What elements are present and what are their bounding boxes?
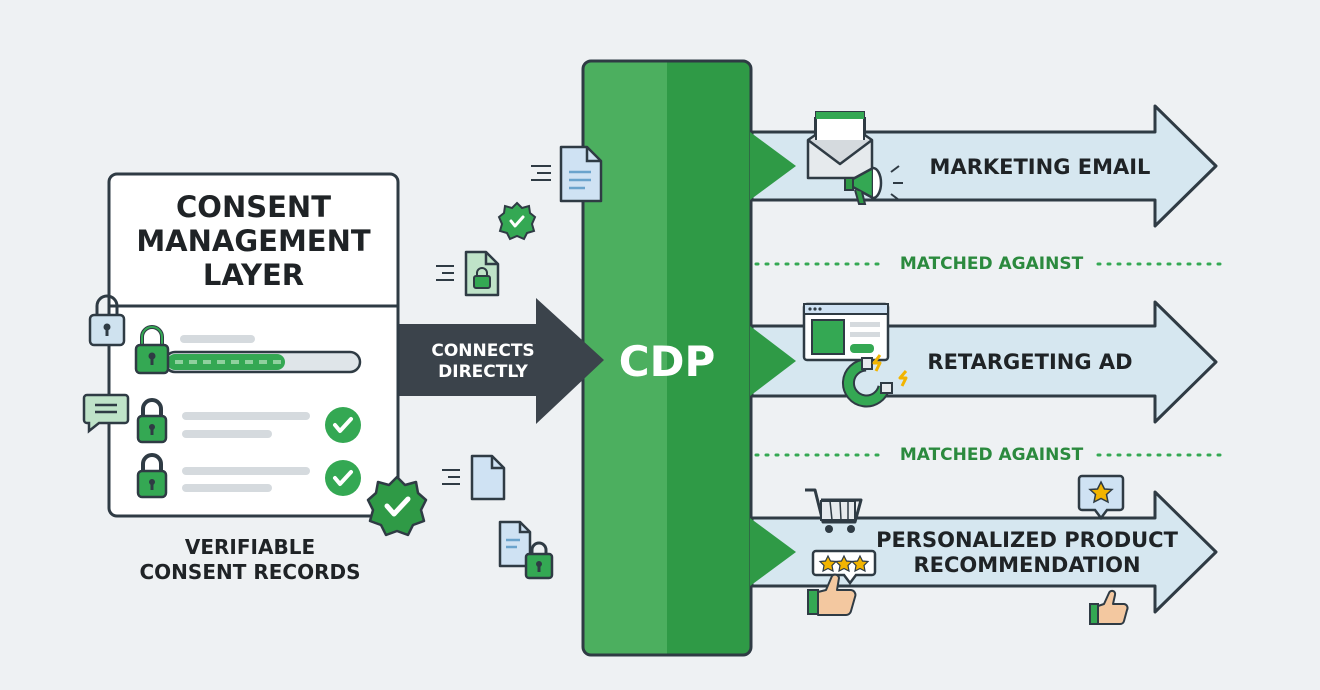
lock-icon <box>136 453 168 499</box>
cdp-label: CDP <box>618 337 716 386</box>
locked-document-icon <box>498 520 554 580</box>
envelope-icon <box>806 111 874 180</box>
star-bubble-icon <box>1077 474 1125 521</box>
consent-layer-title: CONSENT MANAGEMENT LAYER <box>112 190 395 292</box>
lock-icon <box>134 325 170 375</box>
chat-icon <box>82 393 130 434</box>
output-label-recommendation: PERSONALIZED PRODUCT RECOMMENDATION <box>868 528 1186 578</box>
connector-label-line-1: CONNECTS <box>431 341 535 361</box>
thumbs-up-icon <box>807 573 857 616</box>
shopping-cart-icon <box>805 488 863 533</box>
consent-row-3 <box>182 467 310 492</box>
connector-label-line-2: DIRECTLY <box>438 362 528 382</box>
connector-arrow <box>398 298 604 424</box>
document-icon <box>531 145 603 203</box>
locked-document-icon <box>436 250 500 297</box>
separator-label-2: MATCHED AGAINST <box>899 445 1084 465</box>
output-label-recommendation-line-2: RECOMMENDATION <box>913 553 1141 577</box>
check-badge-icon <box>366 475 428 537</box>
consent-records-caption-line-1: VERIFIABLE <box>184 535 316 559</box>
connector-label: CONNECTS DIRECTLY <box>408 341 558 383</box>
document-icon <box>442 454 506 501</box>
check-badge-icon <box>497 201 537 241</box>
separator-label-1: MATCHED AGAINST <box>899 254 1084 274</box>
output-label-retargeting: RETARGETING AD <box>905 349 1155 375</box>
output-label-retargeting-line-1: RETARGETING AD <box>927 350 1133 374</box>
consent-layer-title-line-3: LAYER <box>202 258 305 292</box>
thumbs-up-icon <box>1089 589 1129 625</box>
star-rating-icon <box>811 549 877 586</box>
output-arrow-recommendation <box>750 490 1218 614</box>
consent-records-caption-line-2: CONSENT RECORDS <box>139 560 361 584</box>
consent-row-2 <box>182 412 310 438</box>
consent-row-1 <box>163 335 362 374</box>
output-label-email: MARKETING EMAIL <box>905 154 1175 180</box>
lock-icon <box>136 398 168 444</box>
browser-ad-icon <box>802 302 890 362</box>
lock-icon <box>88 294 126 347</box>
check-circle-icon <box>325 407 361 443</box>
consent-layer-title-line-2: MANAGEMENT <box>136 224 371 258</box>
output-label-recommendation-line-1: PERSONALIZED PRODUCT <box>876 528 1178 552</box>
check-circle-icon <box>325 460 361 496</box>
output-label-email-line-1: MARKETING EMAIL <box>929 155 1151 179</box>
consent-layer-title-line-1: CONSENT <box>176 190 331 224</box>
consent-records-caption: VERIFIABLE CONSENT RECORDS <box>110 535 390 585</box>
magnet-icon <box>841 354 908 408</box>
megaphone-icon <box>844 165 903 205</box>
